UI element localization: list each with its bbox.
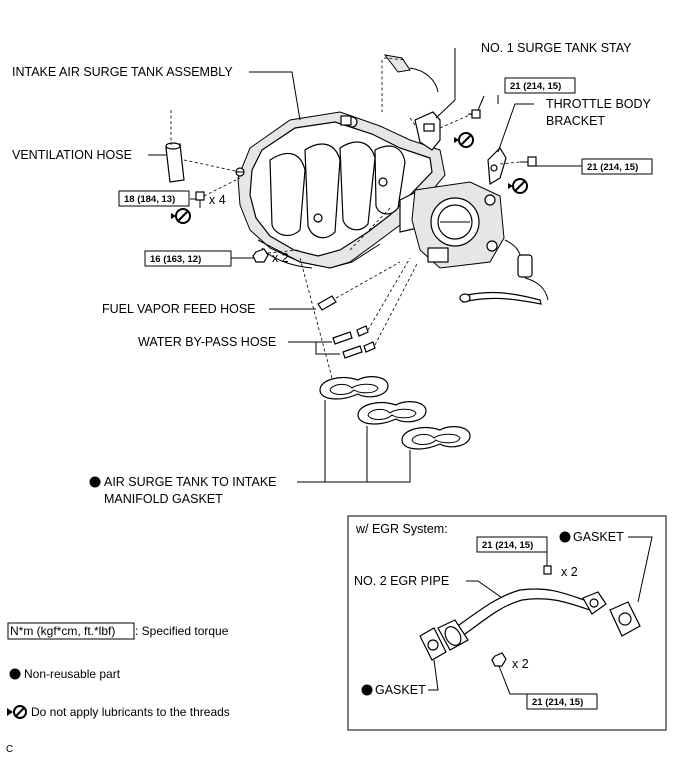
- torque-tank-bolt: 18 (184, 13): [124, 194, 175, 205]
- throttle-body-illustration: [411, 181, 549, 305]
- torque-egr-bolt: 21 (214, 15): [482, 540, 533, 551]
- torque-box-bracket-bolt: [581, 158, 653, 175]
- surge-tank-gasket-label-line2: MANIFOLD GASKET: [104, 492, 223, 506]
- torque-box-tank-nut: [144, 250, 232, 267]
- legend-no-lubricant: Do not apply lubricants to the threads: [31, 705, 230, 719]
- torque-box-egr-bolt: [476, 536, 548, 553]
- torque-box-stay-bolt: [504, 77, 576, 94]
- throttle-body-bracket-label-line2: BRACKET: [546, 114, 605, 128]
- intake-air-surge-tank-illustration: [235, 111, 446, 269]
- legend-non-reusable-icon: [9, 668, 21, 680]
- non-reusable-icon: [559, 531, 571, 543]
- egr-pipe-label: NO. 2 EGR PIPE: [354, 574, 449, 588]
- legend-no-lubricant-icon: [7, 705, 27, 719]
- fuel-vapor-feed-hose-label: FUEL VAPOR FEED HOSE: [102, 302, 256, 316]
- torque-bracket-bolt: 21 (214, 15): [587, 162, 638, 173]
- assembly-dashed-lines: [170, 57, 521, 379]
- non-reusable-icon: [89, 476, 101, 488]
- torque-tank-nut: 16 (163, 12): [150, 254, 201, 265]
- ventilation-hose-illustration: [165, 142, 185, 183]
- ventilation-hose-label: VENTILATION HOSE: [12, 148, 132, 162]
- surge-tank-stay-label: NO. 1 SURGE TANK STAY: [481, 41, 632, 55]
- surge-tank-gasket-label-line1: AIR SURGE TANK TO INTAKE: [104, 475, 277, 489]
- legend-torque-unit: N*m (kgf*cm, ft.*lbf): [10, 624, 115, 638]
- egr-system-inset: w/ EGR System: 21 (214, 15) x 2 GASKET N…: [347, 515, 667, 731]
- legend-non-reusable: Non-reusable part: [24, 667, 121, 681]
- figure-code: C: [6, 744, 13, 755]
- torque-egr-nut: 21 (214, 15): [532, 697, 583, 708]
- torque-stay-bolt: 21 (214, 15): [510, 81, 561, 92]
- egr-system-title: w/ EGR System:: [355, 522, 448, 536]
- torque-box-tank-bolt: [118, 190, 190, 207]
- surge-tank-gaskets-illustration: [319, 376, 471, 450]
- surge-tank-stay-illustration: [383, 54, 441, 151]
- tank-bolt-quantity: x 4: [209, 193, 226, 207]
- egr-gasket-top-label: GASKET: [573, 530, 624, 544]
- no-lubricant-icon: [171, 132, 528, 224]
- water-bypass-hose-label: WATER BY-PASS HOSE: [138, 335, 276, 349]
- intake-air-surge-tank-label: INTAKE AIR SURGE TANK ASSEMBLY: [12, 65, 233, 79]
- non-reusable-icon: [361, 684, 373, 696]
- egr-bolt-quantity: x 2: [561, 565, 578, 579]
- egr-gasket-bottom-label: GASKET: [375, 683, 426, 697]
- legend-torque-desc: : Specified torque: [135, 624, 229, 638]
- fuel-vapor-hose-illustration: [317, 295, 337, 311]
- throttle-body-bracket-label-line1: THROTTLE BODY: [546, 97, 652, 111]
- leader-lines: [148, 48, 582, 483]
- throttle-body-bracket-illustration: [487, 147, 507, 186]
- water-bypass-hose-illustration: [332, 325, 376, 359]
- legend: N*m (kgf*cm, ft.*lbf) : Specified torque…: [7, 622, 230, 719]
- tank-nut-quantity: x 2: [272, 251, 289, 265]
- torque-box-egr-nut: [526, 693, 598, 710]
- legend-torque-box: [7, 622, 135, 640]
- egr-nut-quantity: x 2: [512, 657, 529, 671]
